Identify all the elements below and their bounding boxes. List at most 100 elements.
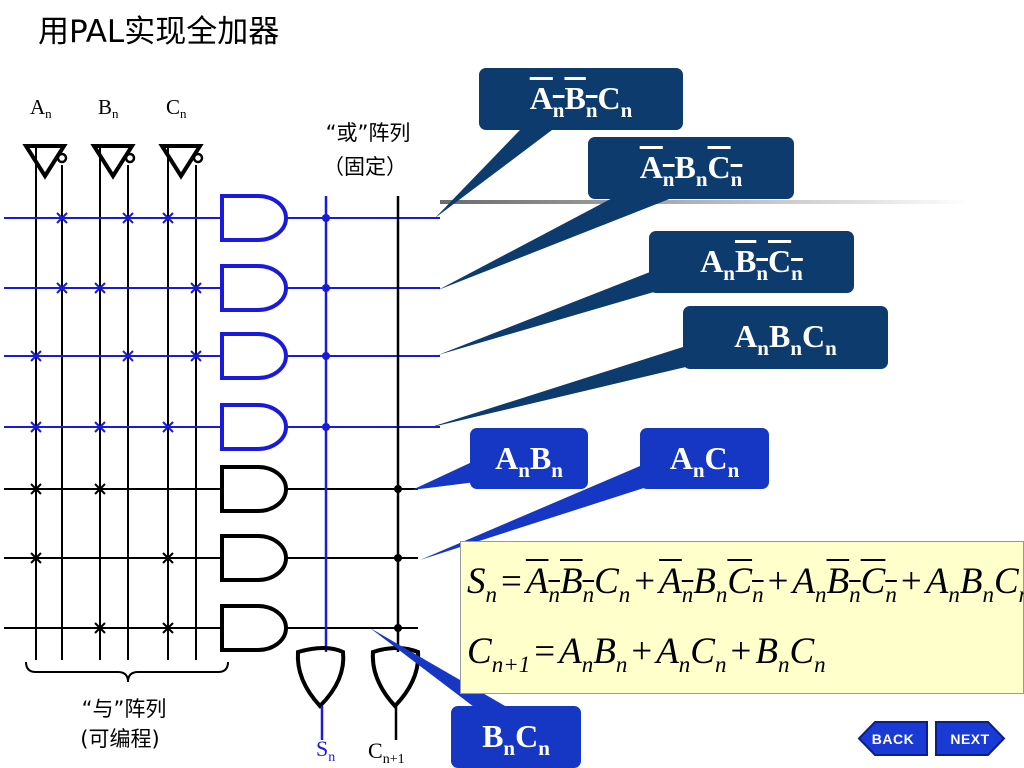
equation-term: BnCn bbox=[755, 631, 826, 677]
equation-box: Sn=AnBnCn+AnBnCn+AnBnCn+AnBnCn Cn+1=AnBn… bbox=[460, 541, 1024, 694]
term-letter: An bbox=[656, 631, 691, 677]
back-label: BACK bbox=[871, 730, 915, 747]
and-gate bbox=[220, 332, 288, 380]
back-button[interactable]: BACK bbox=[857, 720, 929, 757]
and-gate bbox=[220, 264, 288, 312]
next-button[interactable]: NEXT bbox=[934, 720, 1006, 757]
product-row-6 bbox=[4, 534, 418, 582]
carry-equation: Cn+1=AnBn+AnCn+BnCn bbox=[467, 631, 826, 677]
term-letter: Bn bbox=[564, 80, 598, 122]
fuse-cross bbox=[122, 212, 134, 224]
callout-pointers bbox=[370, 130, 690, 710]
and-gate bbox=[220, 534, 288, 582]
callout-term-2: AnBnCn bbox=[588, 137, 794, 199]
equation-lhs: Sn bbox=[467, 561, 497, 607]
bubble-b bbox=[124, 152, 136, 164]
input-label-a: An bbox=[30, 95, 52, 121]
input-label-c: Cn bbox=[166, 95, 187, 121]
term-letter: Bn bbox=[674, 149, 708, 191]
fuse-cross bbox=[190, 282, 202, 294]
term-letter: Bn bbox=[693, 561, 728, 607]
fuse-cross bbox=[30, 552, 42, 564]
term-letter: Cn bbox=[802, 318, 837, 360]
pointer-t3 bbox=[438, 272, 654, 355]
product-row-5 bbox=[4, 465, 418, 513]
term-letter: An bbox=[525, 561, 560, 607]
term-letter: Cn bbox=[707, 149, 743, 191]
and-array-subtitle: (可编程) bbox=[80, 727, 159, 751]
right-arrow-icon bbox=[935, 721, 1006, 756]
or-gates bbox=[295, 646, 421, 709]
sum-equation: Sn=AnBnCn+AnBnCn+AnBnCn+AnBnCn bbox=[467, 560, 1024, 608]
term-letter: Cn bbox=[515, 718, 550, 760]
product-row-7 bbox=[4, 604, 418, 652]
or-array-title: “或”阵列 bbox=[326, 121, 411, 145]
term-letter: Cn bbox=[860, 561, 897, 607]
product-row-1 bbox=[4, 194, 440, 242]
output-label-sum: Sn bbox=[316, 736, 335, 765]
callout-term-1: AnBnCn bbox=[479, 68, 683, 130]
fuse-cross bbox=[122, 350, 134, 362]
term-letter: Cn bbox=[597, 80, 633, 122]
fuse-cross bbox=[30, 421, 42, 433]
product-row-4 bbox=[4, 403, 440, 451]
buffer-c bbox=[158, 144, 204, 180]
term-letter: Bn bbox=[768, 318, 803, 360]
pointer-t1 bbox=[435, 130, 552, 218]
term-letter: An bbox=[495, 440, 530, 482]
term-letter: Cn bbox=[690, 631, 727, 677]
and-gate bbox=[220, 403, 288, 451]
and-array-title: “与”阵列 bbox=[82, 697, 167, 721]
and-gate bbox=[220, 465, 288, 513]
term-letter: Cn bbox=[789, 631, 826, 677]
term-letter: An bbox=[925, 561, 960, 607]
bubble-c bbox=[192, 152, 204, 164]
equation-term: AnCn bbox=[656, 631, 727, 677]
left-arrow-icon bbox=[857, 721, 928, 756]
next-label: NEXT bbox=[950, 730, 990, 747]
equation-term: AnBnCn bbox=[659, 561, 764, 607]
callout-term-7: BnCn bbox=[451, 706, 581, 768]
term-letter: Bn bbox=[959, 561, 994, 607]
and-gate bbox=[220, 604, 288, 652]
term-letter: Cn bbox=[704, 440, 740, 482]
fuse-cross bbox=[162, 622, 174, 634]
fuse-cross bbox=[94, 282, 106, 294]
term-letter: Bn bbox=[734, 243, 769, 285]
pointer-t5 bbox=[412, 462, 476, 490]
term-letter: Bn bbox=[529, 440, 563, 482]
fuse-cross bbox=[162, 552, 174, 564]
pointer-t2 bbox=[438, 194, 682, 290]
callout-term-4: AnBnCn bbox=[683, 306, 888, 369]
and-gate bbox=[220, 194, 288, 242]
fuse-cross bbox=[94, 483, 106, 495]
page-title: 用PAL实现全加器 bbox=[38, 14, 280, 50]
term-letter: Cn bbox=[594, 561, 631, 607]
term-letter: An bbox=[659, 561, 694, 607]
pointer-t4 bbox=[428, 346, 690, 428]
fuse-cross bbox=[30, 483, 42, 495]
equation-term: AnBn bbox=[559, 631, 628, 677]
term-letter: An bbox=[734, 318, 769, 360]
fuse-cross bbox=[94, 622, 106, 634]
term-letter: Bn bbox=[593, 631, 628, 677]
term-letter: Cn bbox=[993, 561, 1024, 607]
input-label-b: Bn bbox=[98, 95, 119, 121]
term-letter: Cn bbox=[727, 561, 764, 607]
input-buffers bbox=[22, 144, 204, 180]
buffer-b bbox=[90, 144, 136, 180]
equation-term: AnBnCn bbox=[792, 561, 897, 607]
product-row-3 bbox=[4, 332, 440, 380]
or-array-subtitle: （固定） bbox=[323, 155, 407, 179]
term-letter: An bbox=[792, 561, 827, 607]
term-letter: An bbox=[700, 243, 735, 285]
fuse-cross bbox=[190, 350, 202, 362]
term-letter: An bbox=[639, 149, 675, 191]
term-letter: Bn bbox=[826, 561, 861, 607]
equation-term: AnBnCn bbox=[925, 561, 1024, 607]
input-columns bbox=[35, 145, 197, 660]
fuse-cross bbox=[162, 212, 174, 224]
fuse-cross bbox=[162, 421, 174, 433]
fuse-cross bbox=[30, 350, 42, 362]
